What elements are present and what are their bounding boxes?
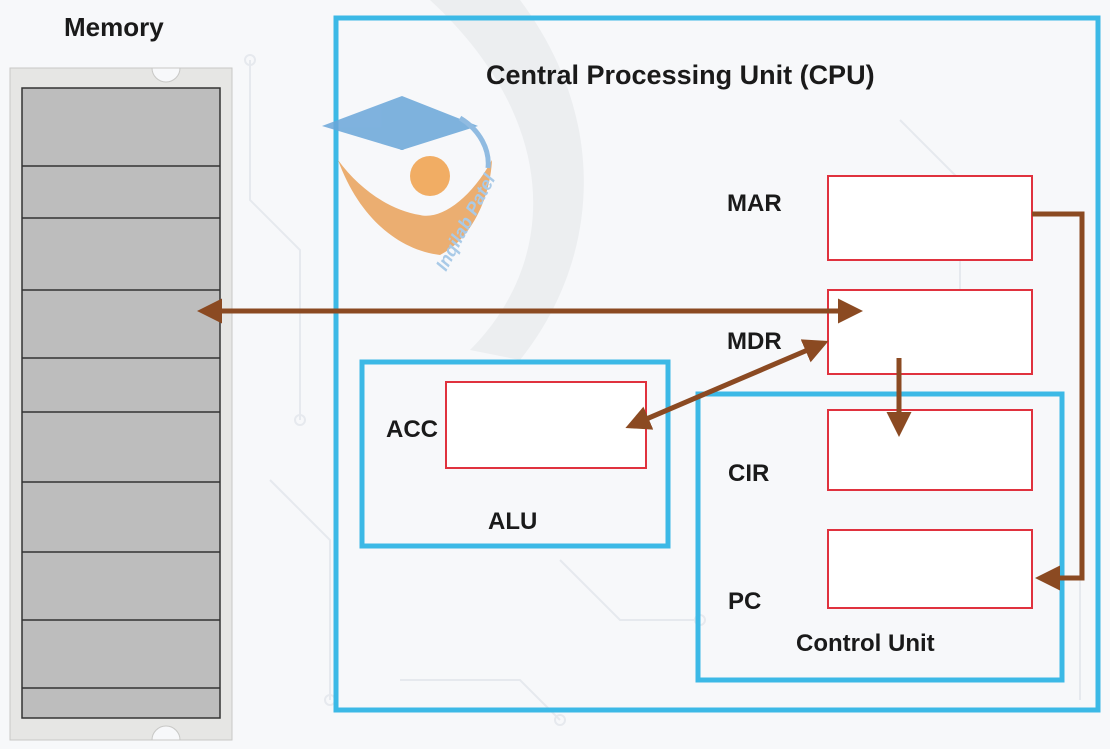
memory-notch-bottom	[151, 725, 181, 741]
control-unit-label: Control Unit	[796, 630, 935, 657]
pc-label: PC	[728, 588, 762, 615]
mdr-label: MDR	[727, 328, 782, 355]
cir-label: CIR	[728, 460, 770, 487]
cpu-label: Central Processing Unit (CPU)	[486, 60, 875, 90]
cir-register	[827, 409, 1033, 491]
circuit-background	[244, 54, 1081, 726]
watermark-logo: Inqilab Patel	[322, 96, 500, 274]
mdr-register	[827, 289, 1033, 375]
mar-label: MAR	[727, 190, 782, 217]
memory-cell-dividers	[22, 165, 220, 689]
mdr-acc-arrow	[625, 339, 829, 430]
control-unit-box	[695, 391, 1065, 683]
memory-label: Memory	[64, 12, 164, 42]
pc-register	[827, 529, 1033, 609]
watermark-swoosh	[430, 0, 584, 360]
memory-module	[9, 67, 233, 741]
cpu-box	[333, 15, 1101, 713]
mar-pc-arrow	[1032, 211, 1085, 591]
acc-register	[445, 381, 647, 469]
mar-register	[827, 175, 1033, 261]
alu-label: ALU	[488, 508, 538, 535]
memory-notch-top	[151, 67, 181, 83]
alu-box	[359, 359, 671, 549]
acc-label: ACC	[386, 416, 438, 443]
data-flow-arrows	[197, 211, 1085, 591]
